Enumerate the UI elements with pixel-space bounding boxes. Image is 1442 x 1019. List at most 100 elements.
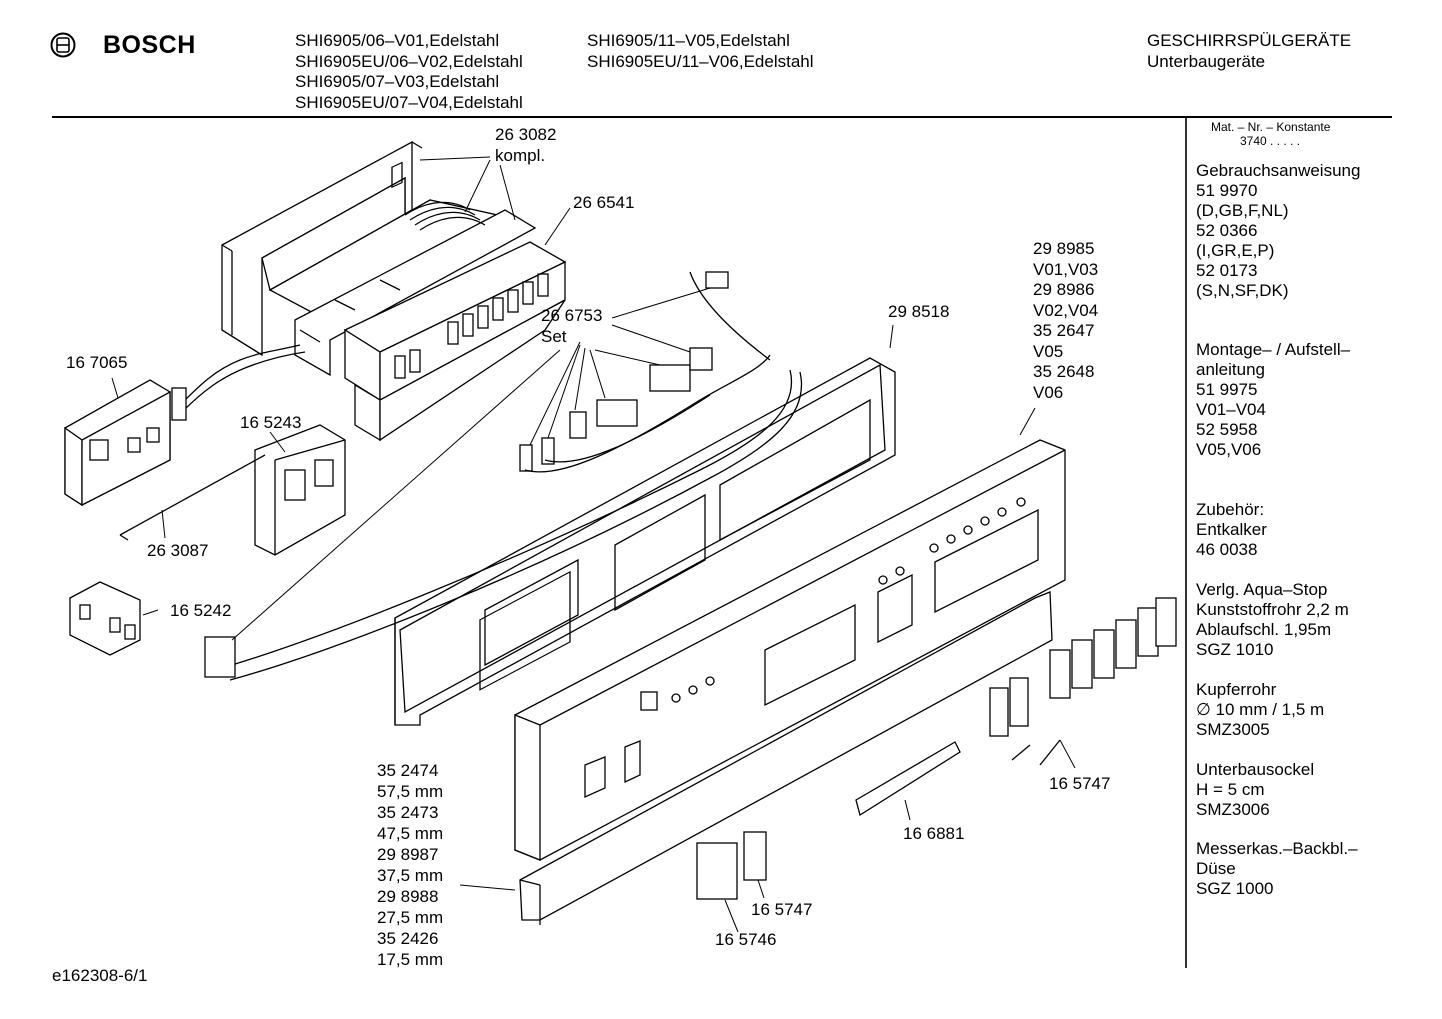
sidebar-line: Messerkas.–Backbl.– <box>1196 839 1358 858</box>
callout-298518: 29 8518 <box>888 302 950 321</box>
sidebar-line: 52 5958 <box>1196 420 1258 439</box>
callout-165746: 16 5746 <box>715 930 777 949</box>
model-line: SHI6905EU/06–V02,Edelstahl <box>295 51 523 71</box>
harness-cable <box>179 344 301 406</box>
brand-name: BOSCH <box>103 31 196 59</box>
callout-165747-right: 16 5747 <box>1049 774 1111 793</box>
callout-263082: 26 3082 kompl. <box>495 125 556 166</box>
connector-left <box>171 387 187 421</box>
sidebar-line: Unterbausockel <box>1196 760 1315 779</box>
sidebar-line: 52 0366 <box>1196 221 1258 240</box>
part-number: 35 2473 <box>377 803 439 822</box>
switch-unit <box>254 424 346 556</box>
display-module <box>64 379 171 507</box>
part-number: 29 8986 <box>1033 280 1095 299</box>
bosch-logo-icon <box>50 32 76 58</box>
callout-352474: 35 2474 57,5 mm 35 2473 47,5 mm 29 8987 … <box>377 760 443 970</box>
part-note: Set <box>541 326 567 346</box>
connector-set <box>519 271 771 473</box>
models-col2: SHI6905/11–V05,Edelstahl SHI6905EU/11–V0… <box>587 31 814 72</box>
category-heading: GESCHIRRSPÜLGERÄTE Unterbaugeräte <box>1147 31 1351 72</box>
part-variant: V05 <box>1033 341 1064 361</box>
control-module-housing <box>221 140 522 357</box>
cover-strip <box>519 591 1053 925</box>
key-single <box>743 831 767 881</box>
sidebar-line: Entkalker <box>1196 520 1267 539</box>
sidebar-line: Kupferrohr <box>1196 680 1277 699</box>
connector-bottom <box>204 636 236 678</box>
callout-166881: 16 6881 <box>903 824 965 843</box>
sidebar-line: Düse <box>1196 859 1236 878</box>
sidebar-line: ∅ 10 mm / 1,5 m <box>1196 700 1325 719</box>
sidebar-line: V01–V04 <box>1196 400 1266 419</box>
sidebar-line: Montage– / Aufstell– <box>1196 340 1351 359</box>
sidebar-line: 52 0173 <box>1196 261 1258 280</box>
sidebar-line: 46 0038 <box>1196 540 1258 559</box>
part-number: 35 2648 <box>1033 362 1095 381</box>
part-size: 57,5 mm <box>377 782 444 801</box>
inner-frame <box>394 357 896 726</box>
part-number: 35 2426 <box>377 929 439 948</box>
part-number: 26 3082 <box>495 125 557 144</box>
model-line: SHI6905/06–V01,Edelstahl <box>295 31 500 50</box>
sidebar-line: SMZ3005 <box>1196 720 1270 739</box>
category: GESCHIRRSPÜLGERÄTE <box>1147 31 1352 50</box>
callout-298985: 29 8985 V01,V03 29 8986 V02,V04 35 2647 … <box>1033 239 1098 403</box>
part-size: 47,5 mm <box>377 824 444 843</box>
callout-167065: 16 7065 <box>66 353 128 372</box>
sidebar-line: Zubehör: <box>1196 500 1265 519</box>
key-module <box>343 161 567 442</box>
subcategory: Unterbaugeräte <box>1147 51 1266 71</box>
trim-strip <box>855 741 961 817</box>
keys-right <box>989 597 1177 737</box>
callout-165242: 16 5242 <box>170 601 232 620</box>
mat-number: Mat. – Nr. – Konstante 3740 . . . . . <box>1211 120 1330 148</box>
sidebar-line: SMZ3006 <box>1196 800 1270 819</box>
sidebar-line: SGZ 1000 <box>1196 879 1274 898</box>
drawing-code: e162308-6/1 <box>52 966 148 985</box>
model-line: SHI6905EU/11–V06,Edelstahl <box>587 51 814 71</box>
indicator-circles <box>671 497 1026 703</box>
sidebar-line: Kunststoffrohr 2,2 m <box>1196 600 1349 619</box>
part-size: 27,5 mm <box>377 908 444 927</box>
sidebar-line: Gebrauchsanweisung <box>1196 161 1361 180</box>
part-note: kompl. <box>495 145 546 165</box>
control-pcb <box>294 209 537 377</box>
sidebar-block-aquastop: Verlg. Aqua–Stop Kunststoffrohr 2,2 m Ab… <box>1196 580 1349 660</box>
sidebar-line: V05,V06 <box>1196 440 1262 459</box>
sidebar-line: Ablaufschl. 1,95m <box>1196 620 1332 639</box>
set-cable <box>214 369 793 671</box>
model-line: SHI6905EU/07–V04,Edelstahl <box>295 92 523 112</box>
sidebar-line: (I,GR,E,P) <box>1196 241 1275 260</box>
wire-263087 <box>119 454 266 536</box>
part-number: 29 8988 <box>377 887 439 906</box>
sidebar-block-accessories: Zubehör: Entkalker 46 0038 <box>1196 500 1267 560</box>
part-number: 29 8987 <box>377 845 439 864</box>
sidebar-line: 51 9975 <box>1196 380 1258 399</box>
part-variant: V01,V03 <box>1033 259 1099 279</box>
ribbon-cable <box>404 201 486 231</box>
mat-label: Mat. – Nr. – Konstante <box>1211 120 1331 134</box>
sidebar-block-nozzle: Messerkas.–Backbl.– Düse SGZ 1000 <box>1196 839 1358 899</box>
part-variant: V02,V04 <box>1033 300 1099 320</box>
models-col1: SHI6905/06–V01,Edelstahl SHI6905EU/06–V0… <box>295 31 523 113</box>
part-number: 26 6753 <box>541 306 603 325</box>
key-buttons <box>394 273 549 379</box>
sidebar-line: (D,GB,F,NL) <box>1196 201 1289 220</box>
switch-block <box>69 581 141 656</box>
model-line: SHI6905/07–V03,Edelstahl <box>295 72 500 91</box>
sidebar-line: 51 9970 <box>1196 181 1258 200</box>
key-large <box>696 842 738 900</box>
sidebar-block-copper: Kupferrohr ∅ 10 mm / 1,5 m SMZ3005 <box>1196 680 1324 740</box>
sidebar-block-base: Unterbausockel H = 5 cm SMZ3006 <box>1196 760 1314 820</box>
callout-165747-bottom: 16 5747 <box>751 900 813 919</box>
leader-lines <box>111 156 1076 933</box>
part-variant: V06 <box>1033 382 1064 402</box>
model-line: SHI6905/11–V05,Edelstahl <box>587 31 790 50</box>
callout-266753: 26 6753 Set <box>541 306 602 347</box>
callout-263087: 26 3087 <box>147 541 209 560</box>
sidebar-line: anleitung <box>1196 360 1266 379</box>
callout-165243: 16 5243 <box>240 413 302 432</box>
mat-value: 3740 . . . . . <box>1240 134 1301 148</box>
